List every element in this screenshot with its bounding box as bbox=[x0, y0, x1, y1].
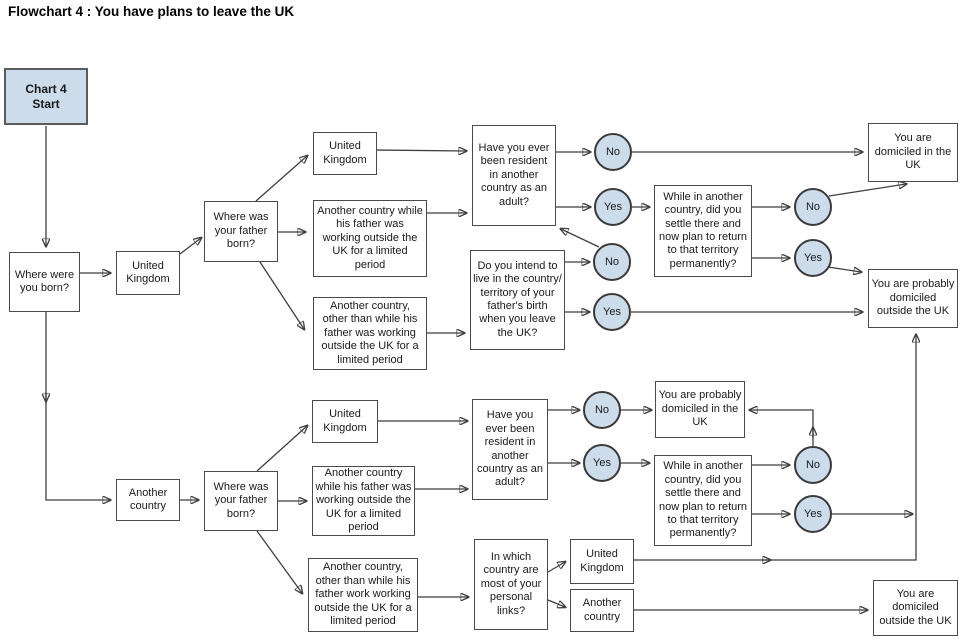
connector bbox=[45, 312, 110, 500]
decision-yes-intend-live: Yes bbox=[593, 293, 631, 331]
decision-no-settle-top: No bbox=[794, 188, 832, 226]
node-links-another-country: Another country bbox=[570, 589, 634, 632]
decision-no-intend-live: No bbox=[593, 243, 631, 281]
connector bbox=[376, 150, 466, 151]
decision-no-resident-top: No bbox=[594, 133, 632, 171]
node-question-resident-adult-bottom: Have you ever been resident in another c… bbox=[472, 399, 548, 500]
node-outcome-probably-domiciled-in-uk: You are probably domiciled in the UK bbox=[655, 381, 745, 438]
decision-no-resident-bottom: No bbox=[583, 391, 621, 429]
node-born-united-kingdom: United Kingdom bbox=[116, 251, 180, 295]
connector bbox=[634, 335, 916, 561]
node-outcome-domiciled-in-uk: You are domiciled in the UK bbox=[868, 123, 958, 182]
connector bbox=[561, 229, 600, 248]
node-father-another-country-other-top: Another country, other than while his fa… bbox=[313, 297, 427, 370]
node-question-settle-return-top: While in another country, did you settle… bbox=[654, 185, 752, 277]
connector bbox=[255, 156, 307, 202]
connector bbox=[256, 530, 302, 593]
node-links-united-kingdom: United Kingdom bbox=[570, 539, 634, 584]
connector bbox=[750, 410, 814, 446]
node-question-intend-live-fathers-country: Do you intend to live in the country/ te… bbox=[470, 250, 565, 350]
connector bbox=[179, 238, 201, 255]
node-father-another-country-working-bottom: Another country while his father was wor… bbox=[312, 466, 415, 536]
connector bbox=[547, 599, 565, 607]
node-chart4-start: Chart 4 Start bbox=[4, 68, 88, 125]
node-father-born-bottom: Where was your father born? bbox=[204, 471, 278, 531]
node-outcome-domiciled-outside-uk: You are domiciled outside the UK bbox=[873, 580, 958, 636]
node-father-uk-bottom: United Kingdom bbox=[312, 400, 378, 443]
connector bbox=[547, 562, 565, 573]
node-outcome-probably-domiciled-outside-uk: You are probably domiciled outside the U… bbox=[868, 269, 958, 328]
connector bbox=[256, 426, 307, 472]
node-father-another-country-working-top: Another country while his father was wor… bbox=[313, 200, 427, 277]
node-question-personal-links: In which country are most of your person… bbox=[474, 539, 548, 630]
decision-yes-resident-bottom: Yes bbox=[583, 444, 621, 482]
connector bbox=[259, 261, 304, 329]
node-question-resident-adult-top: Have you ever been resident in another c… bbox=[472, 125, 556, 226]
connector bbox=[828, 184, 906, 197]
connector bbox=[827, 266, 861, 272]
decision-yes-settle-bottom: Yes bbox=[794, 495, 832, 533]
page-title: Flowchart 4 : You have plans to leave th… bbox=[8, 4, 295, 19]
node-father-another-country-other-bottom: Another country, other than while his fa… bbox=[308, 558, 418, 632]
decision-yes-resident-top: Yes bbox=[594, 188, 632, 226]
decision-no-settle-bottom: No bbox=[794, 446, 832, 484]
decision-yes-settle-top: Yes bbox=[794, 239, 832, 277]
node-born-another-country: Another country bbox=[116, 479, 180, 521]
node-question-settle-return-bottom: While in another country, did you settle… bbox=[654, 455, 752, 546]
node-father-born-top: Where was your father born? bbox=[204, 201, 278, 262]
node-where-were-you-born: Where were you born? bbox=[9, 252, 80, 312]
node-father-uk-top: United Kingdom bbox=[313, 132, 377, 175]
